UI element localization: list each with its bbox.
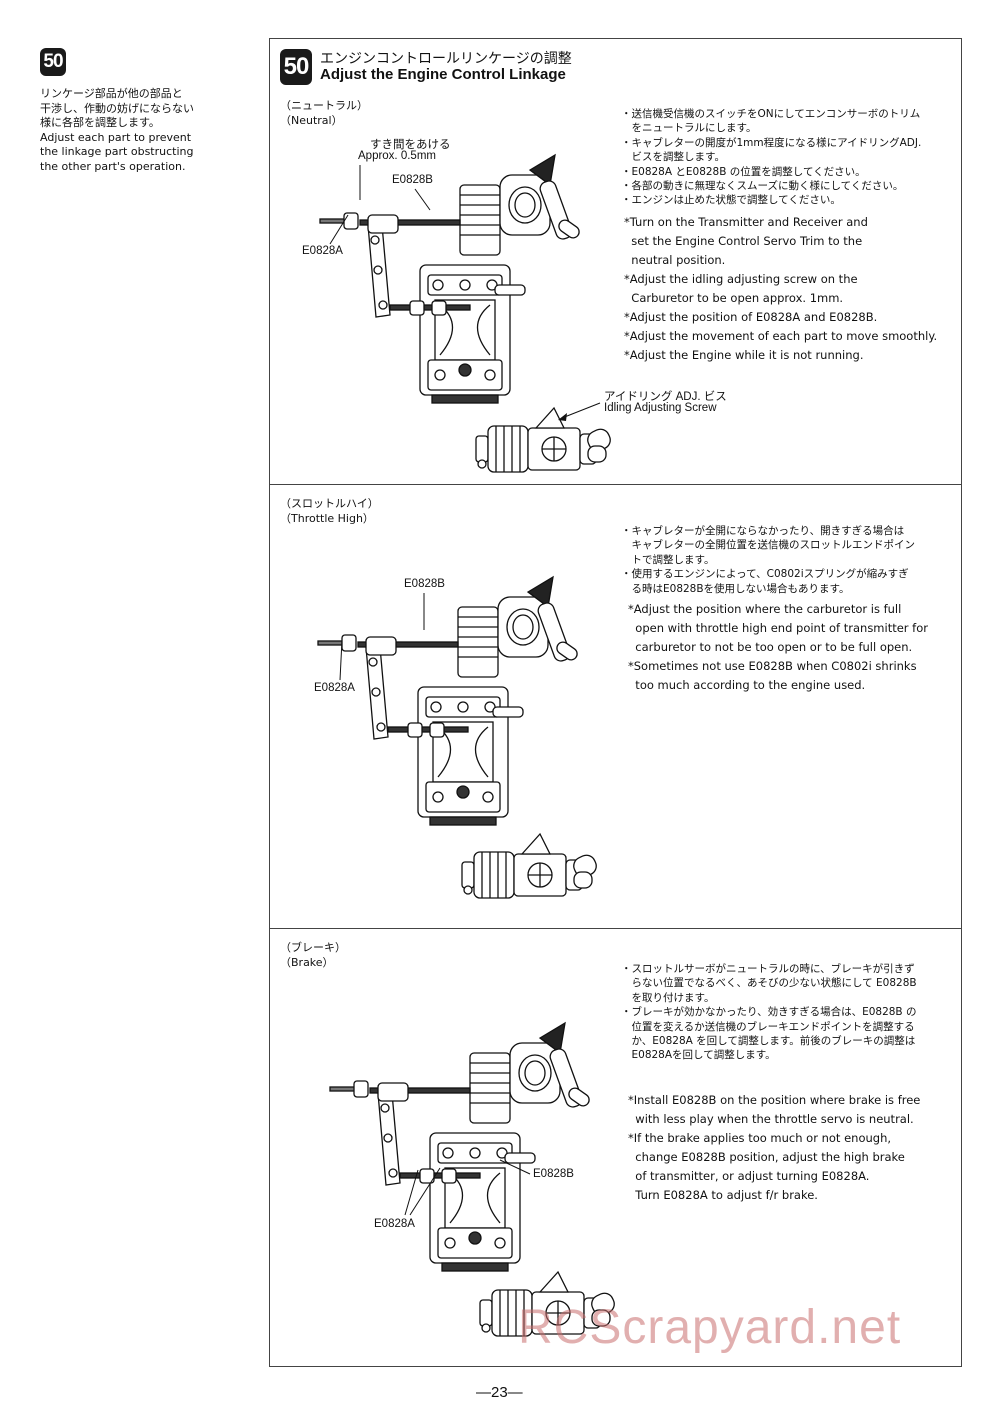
en-notes-brake: *Install E0828B on the position where br… — [628, 1091, 920, 1205]
en-note: of transmitter, or adjust turning E0828A… — [628, 1169, 870, 1183]
jp-note: トで調整します。 — [621, 553, 715, 566]
jp-note: をニュートラルにします。 — [621, 122, 757, 135]
screw-leader — [558, 402, 601, 421]
jp-note: ・キャブレターが全開にならなかったり、開きすぎる場合は — [621, 525, 905, 537]
jp-note: を取り付けます。 — [621, 991, 715, 1004]
step-number-badge-main: 50 — [280, 49, 312, 85]
step-title-jp: エンジンコントロールリンケージの調整 — [320, 51, 572, 67]
callout-part-b: E0828B — [392, 174, 433, 186]
section-label-en: （Neutral） — [280, 114, 343, 127]
step-number-main: 50 — [283, 53, 310, 80]
jp-note: ・スロットルサーボがニュートラルの時に、ブレーキが引きず — [621, 963, 915, 975]
callout-screw-en: Idling Adjusting Screw — [604, 402, 717, 414]
step-number-badge: 50 — [40, 48, 66, 76]
step-title-en: Adjust the Engine Control Linkage — [320, 66, 566, 83]
side-note-en-line: Adjust each part to prevent — [40, 130, 192, 144]
jp-note: ・各部の動きに無理なくスムーズに動く様にしてください。 — [621, 180, 904, 193]
en-note: with less play when the throttle servo i… — [628, 1112, 914, 1126]
en-note: Turn E0828A to adjust f/r brake. — [628, 1188, 818, 1202]
en-note: *Install E0828B on the position where br… — [628, 1093, 921, 1107]
jp-notes-brake: ・スロットルサーボがニュートラルの時に、ブレーキが引きず らない位置でなるべく、… — [621, 962, 917, 1063]
section-label-jp: （ブレーキ） — [280, 941, 346, 954]
side-note-jp-line: リンケージ部品が他の部品と — [40, 87, 183, 100]
en-note: *Sometimes not use E0828B when C0802i sh… — [628, 659, 917, 673]
side-note: リンケージ部品が他の部品と 干渉し、作動の妨げにならない 様に各部を調整します。… — [40, 87, 194, 174]
jp-note: 位置を変えるか送信機のブレーキエンドポイントを調整する — [621, 1020, 915, 1033]
watermark: RCScrapyard.net — [518, 1301, 902, 1354]
section-label-brake: （ブレーキ） （Brake） — [280, 940, 346, 970]
en-note: carburetor to not be too open or to be f… — [628, 640, 913, 654]
callout-part-b: E0828B — [404, 578, 445, 590]
callout-leaders-brake — [404, 1159, 531, 1216]
jp-note: らない位置でなるべく、あそびの少ない状態にして E0828B — [621, 977, 917, 990]
section-label-neutral: （ニュートラル） （Neutral） — [280, 98, 368, 128]
step-number: 50 — [43, 51, 63, 72]
jp-note: ・E0828A とE0828B の位置を調整してください。 — [621, 165, 866, 178]
section-label-throttle-high: （スロットルハイ） （Throttle High） — [280, 496, 379, 526]
en-note: *If the brake applies too much or not en… — [628, 1131, 892, 1145]
en-notes-neutral: *Turn on the Transmitter and Receiver an… — [624, 213, 937, 365]
jp-notes-neutral: ・送信機受信機のスイッチをONにしてエンコンサーボのトリム をニュートラルにしま… — [621, 107, 921, 208]
en-note: set the Engine Control Servo Trim to the — [624, 234, 863, 248]
jp-note: る時はE0828Bを使用しない場合もあります。 — [621, 582, 850, 595]
jp-note: ・使用するエンジンによって、C0802iスプリングが縮みすぎ — [621, 568, 909, 581]
en-notes-throttle-high: *Adjust the position where the carbureto… — [628, 600, 928, 695]
instruction-frame — [269, 38, 962, 1367]
section-label-jp: （ニュートラル） — [280, 99, 368, 112]
en-note: *Adjust the movement of each part to mov… — [624, 329, 938, 343]
jp-note: ・エンジンは止めた状態で調整してください。 — [621, 194, 841, 207]
side-note-jp-line: 干渉し、作動の妨げにならない — [40, 101, 194, 115]
callout-part-a: E0828A — [374, 1218, 415, 1230]
side-note-en-line: the other part's operation. — [40, 159, 186, 173]
section-divider — [269, 484, 962, 485]
jp-note: ・送信機受信機のスイッチをONにしてエンコンサーボのトリム — [621, 108, 921, 120]
en-note: *Turn on the Transmitter and Receiver an… — [624, 215, 868, 229]
callout-part-a: E0828A — [302, 245, 343, 257]
callout-part-b: E0828B — [533, 1168, 574, 1180]
en-note: *Adjust the position where the carbureto… — [628, 602, 902, 616]
callout-part-a: E0828A — [314, 682, 355, 694]
en-note: change E0828B position, adjust the high … — [628, 1150, 905, 1164]
callout-leaders-throttle — [339, 593, 425, 681]
callout-screw-jp: アイドリング ADJ. ビス — [604, 391, 727, 403]
side-note-jp-line: 様に各部を調整します。 — [40, 116, 160, 129]
section-label-en: （Brake） — [280, 956, 334, 969]
en-note: *Adjust the Engine while it is not runni… — [624, 348, 864, 362]
section-label-en: （Throttle High） — [280, 512, 374, 525]
callout-gap-jp: すき間をあける — [370, 139, 451, 151]
jp-note: か、E0828A を回して調整します。前後のブレーキの調整は — [621, 1035, 916, 1048]
jp-note: キャブレターの全開位置を送信機のスロットルエンドポイン — [621, 539, 915, 552]
callout-gap-en: Approx. 0.5mm — [358, 150, 436, 162]
jp-note: E0828Aを回して調整します。 — [621, 1049, 776, 1062]
en-note: too much according to the engine used. — [628, 678, 866, 692]
en-note: *Adjust the position of E0828A and E0828… — [624, 310, 878, 324]
en-note: open with throttle high end point of tra… — [628, 621, 928, 635]
page-number: —23— — [476, 1384, 523, 1401]
callout-leaders-neutral — [329, 165, 431, 245]
jp-note: ・キャブレターの開度が1mm程度になる様にアイドリングADJ. — [621, 136, 922, 149]
en-note: Carburetor to be open approx. 1mm. — [624, 291, 844, 305]
jp-note: ・ブレーキが効かなかったり、効きすぎる場合は、E0828B の — [621, 1006, 917, 1019]
en-note: *Adjust the idling adjusting screw on th… — [624, 272, 858, 286]
section-label-jp: （スロットルハイ） — [280, 497, 379, 510]
en-note: neutral position. — [624, 253, 726, 267]
jp-notes-throttle-high: ・キャブレターが全開にならなかったり、開きすぎる場合は キャブレターの全開位置を… — [621, 524, 915, 596]
jp-note: ビスを調整します。 — [621, 151, 725, 164]
section-divider — [269, 928, 962, 929]
side-note-en-line: the linkage part obstructing — [40, 145, 194, 158]
